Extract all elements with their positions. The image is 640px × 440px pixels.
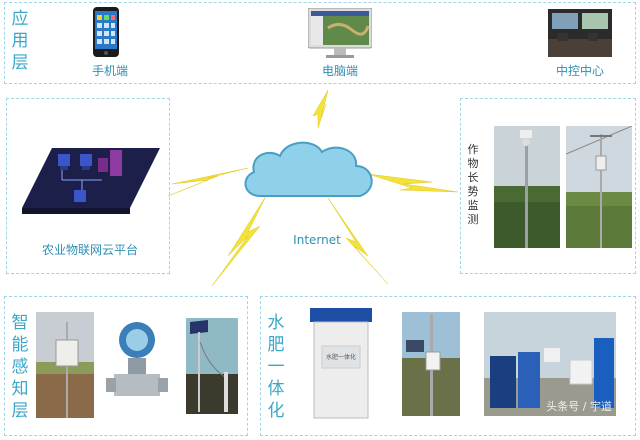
lightning-to-cloud-platform-icon bbox=[168, 167, 249, 197]
sensing-layer-panel bbox=[4, 296, 248, 436]
smartphone-icon bbox=[93, 7, 119, 57]
lightning-to-crop-monitor-icon bbox=[367, 173, 459, 193]
solar-sensor-photo bbox=[186, 318, 238, 414]
soil-sensor-photo bbox=[36, 312, 94, 418]
irrigation-controller-photo bbox=[402, 312, 460, 416]
device-label-control-center: 中控中心 bbox=[555, 64, 604, 78]
app-layer-panel bbox=[4, 2, 636, 84]
app-layer-title: 应用层 bbox=[11, 9, 29, 73]
control-center-icon bbox=[548, 9, 612, 57]
device-label-phone: 手机端 bbox=[91, 64, 128, 78]
water-fertilizer-panel bbox=[260, 296, 636, 436]
crop-monitor-title: 作物长势监测 bbox=[467, 143, 479, 226]
pressure-transmitter-photo bbox=[104, 318, 170, 414]
tank-room-photo: 头条号 / 宇道 bbox=[484, 312, 616, 416]
crop-weather-station-photo bbox=[566, 126, 632, 248]
network-diagram bbox=[168, 86, 468, 286]
lightning-to-sensing-layer-icon bbox=[211, 195, 267, 286]
cloud-platform-label: 农业物联网云平台 bbox=[41, 243, 138, 257]
device-label-desktop: 电脑端 bbox=[321, 64, 358, 78]
lightning-to-app-layer-icon bbox=[312, 89, 329, 129]
cloud-platform-diagram bbox=[22, 140, 160, 216]
cabinet-nameplate: 水肥一体化 bbox=[325, 354, 356, 361]
crop-camera-photo bbox=[494, 126, 560, 248]
crop-monitor-panel bbox=[460, 98, 636, 274]
watermark-text: 头条号 / 宇道 bbox=[546, 400, 612, 413]
sensing-layer-title: 智能感知层 bbox=[11, 313, 29, 421]
internet-label: Internet bbox=[293, 233, 341, 247]
fertigation-cabinet-photo: 水肥一体化 bbox=[308, 306, 374, 420]
internet-cloud-icon bbox=[244, 141, 373, 197]
desktop-computer-icon bbox=[308, 8, 372, 60]
cloud-platform-panel bbox=[6, 98, 170, 274]
lightning-to-water-fertilizer-icon bbox=[327, 197, 389, 285]
water-fertilizer-title: 水肥一体化 bbox=[267, 313, 285, 421]
